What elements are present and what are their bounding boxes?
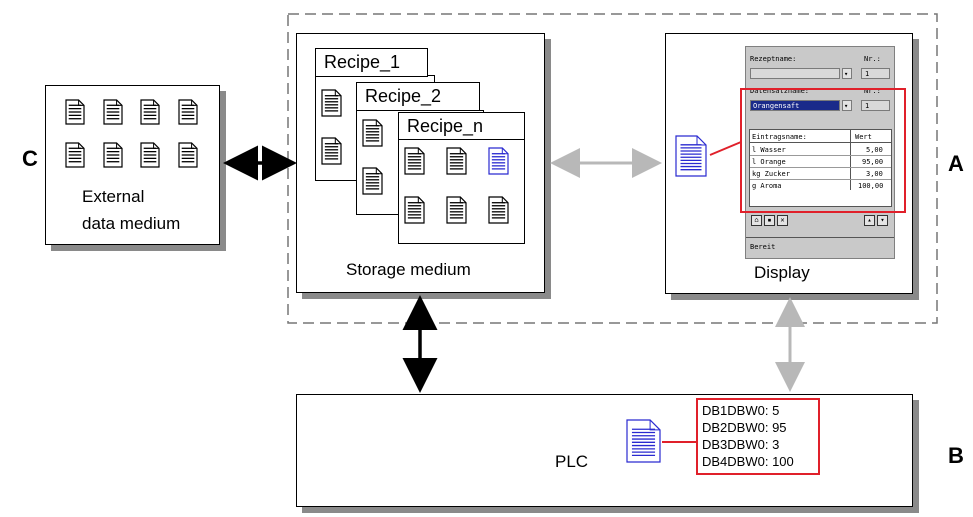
display-entry-table: Eintragsname: Wert l Wasser 5,00 l Orang…: [749, 129, 892, 207]
chevron-down-icon: ▾: [844, 102, 849, 110]
selected-document-icon: [488, 147, 509, 175]
display-header2-right: Nr.:: [864, 87, 881, 95]
document-icon: [321, 137, 342, 165]
recipe-tab-2: Recipe_2: [356, 82, 480, 111]
external-label-line1: External: [82, 187, 145, 206]
document-icon: [103, 99, 123, 125]
document-icon: [446, 196, 467, 224]
plc-document-icon: [626, 419, 661, 463]
table-row[interactable]: l Orange 95,00: [750, 156, 891, 168]
document-icon: [65, 142, 85, 168]
plc-value-line: DB4DBW0: 100: [702, 454, 794, 469]
display-status-text: Bereit: [750, 243, 776, 251]
display-dataset-field[interactable]: Orangensaft: [750, 100, 840, 111]
plc-value-line: DB2DBW0: 95: [702, 420, 787, 435]
table-row[interactable]: kg Zucker 3,00: [750, 168, 891, 180]
display-recipe-number-field[interactable]: 1: [861, 68, 890, 79]
document-icon: [404, 147, 425, 175]
label-side-b: B: [948, 443, 964, 468]
display-highlight-frame: [740, 88, 906, 213]
table-row[interactable]: l Wasser 5,00: [750, 144, 891, 156]
storage-medium-label: Storage medium: [346, 260, 471, 279]
recipe-tab-1: Recipe_1: [315, 48, 428, 77]
chevron-down-icon: ▾: [844, 70, 849, 78]
display-label: Display: [754, 263, 810, 282]
document-icon: [65, 99, 85, 125]
display-recipe-field[interactable]: [750, 68, 840, 79]
table-row[interactable]: g Aroma 100,00: [752, 182, 884, 190]
label-side-c: C: [22, 146, 38, 171]
connector-display-doc: [709, 141, 742, 156]
display-dataset-number-field[interactable]: 1: [861, 100, 890, 111]
transfer-from-plc-icon[interactable]: ▾: [877, 215, 888, 226]
display-header1-left: Rezeptname:: [750, 55, 797, 63]
transfer-to-plc-icon[interactable]: ▴: [864, 215, 875, 226]
document-icon: [321, 89, 342, 117]
display-header1-right: Nr.:: [864, 55, 881, 63]
display-dataset-dropdown-button[interactable]: ▾: [842, 100, 852, 111]
plc-label: PLC: [555, 452, 589, 471]
document-icon: [446, 147, 467, 175]
document-icon: [404, 196, 425, 224]
table-header-right: Wert: [855, 133, 872, 141]
plc-values-frame: DB1DBW0: 5 DB2DBW0: 95 DB3DBW0: 3 DB4DBW…: [696, 398, 820, 475]
table-header-left: Eintragsname:: [752, 133, 807, 141]
document-icon: [178, 99, 198, 125]
document-icon: [362, 119, 383, 147]
delete-icon[interactable]: ✕: [777, 215, 788, 226]
plc-value-line: DB1DBW0: 5: [702, 403, 780, 418]
plc-value-line: DB3DBW0: 3: [702, 437, 780, 452]
document-icon: [103, 142, 123, 168]
document-icon: [362, 167, 383, 195]
label-side-a: A: [948, 151, 964, 176]
external-label-line2: data medium: [82, 214, 181, 233]
display-header2-left: Datensatzname:: [750, 87, 810, 95]
document-icon: [140, 99, 160, 125]
document-icon: [488, 196, 509, 224]
display-screen: Rezeptname: Nr.: ▾ 1 Datensatzname: Nr.:…: [745, 46, 895, 259]
open-file-icon[interactable]: ⌂: [751, 215, 762, 226]
save-icon[interactable]: ▪: [764, 215, 775, 226]
recipe-tab-n: Recipe_n: [398, 112, 525, 140]
document-icon: [140, 142, 160, 168]
document-icon: [178, 142, 198, 168]
display-recipe-dropdown-button[interactable]: ▾: [842, 68, 852, 79]
display-document-icon: [675, 135, 707, 177]
